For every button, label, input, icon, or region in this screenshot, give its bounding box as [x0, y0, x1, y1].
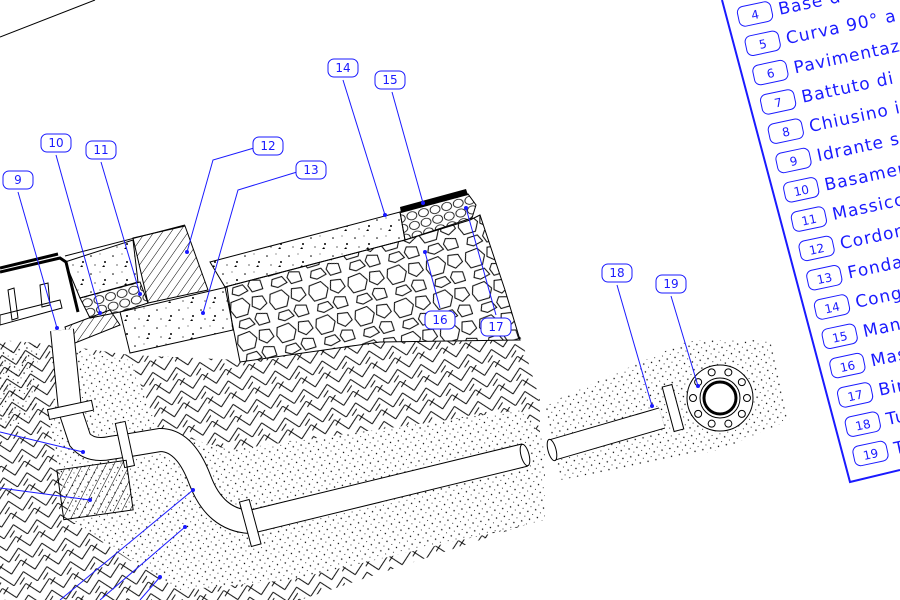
legend-text: Massicci: [831, 189, 900, 225]
legend-number: 13: [816, 270, 834, 287]
callout-label: 13: [303, 163, 318, 177]
callout-label: 16: [432, 313, 447, 327]
frame-line: [0, 0, 96, 38]
rammed-earth: [64, 239, 139, 299]
flange: [46, 399, 95, 421]
legend-item-15: 15 Mant: [821, 313, 900, 349]
bolt-icon: [689, 394, 697, 402]
callout-label: 9: [14, 173, 22, 187]
callout-label: 19: [663, 277, 678, 291]
flange: [238, 498, 262, 548]
bolt-icon: [694, 409, 703, 418]
sand-bedding-dots: [50, 350, 545, 590]
legend-text: Basamen: [823, 158, 900, 195]
legend-text: Mas: [869, 344, 900, 371]
small-stones-base: [79, 281, 149, 319]
flange: [661, 383, 685, 433]
flange: [114, 420, 136, 469]
legend-number: 16: [839, 358, 857, 375]
callout-10: 10: [40, 133, 72, 153]
callout-label: 15: [382, 73, 397, 87]
concrete-thrust-block: [56, 459, 134, 521]
callout-18: 18: [601, 263, 633, 283]
callout-9: 9: [2, 170, 34, 190]
curb-hatched: [132, 225, 209, 304]
legend-number: 19: [862, 446, 880, 463]
legend-frame: [721, 0, 900, 484]
legend-number: 8: [781, 125, 791, 140]
legend-number: 10: [792, 182, 810, 199]
legend-number: 15: [831, 329, 849, 346]
legend-number: 5: [758, 37, 768, 52]
legend-text: Base d: [777, 0, 843, 20]
hydrant-body: [0, 282, 63, 326]
bolt-icon: [737, 378, 746, 387]
legend-number: 4: [750, 7, 760, 22]
legend-number: 18: [854, 417, 872, 434]
manhole-cover-frame: [0, 252, 80, 313]
legend-text: T: [891, 437, 900, 459]
callout-11: 11: [85, 140, 117, 160]
pipe-network: [50, 328, 666, 535]
bolt-icon: [707, 419, 716, 428]
legend-text: Fonda: [846, 252, 900, 283]
legend-text: Cordon: [838, 221, 900, 254]
callout-label: 11: [93, 143, 108, 157]
callout-label: 17: [488, 320, 503, 334]
legend-number: 14: [823, 300, 841, 317]
legend-text: Tu: [883, 406, 900, 430]
callout-15: 15: [374, 70, 406, 90]
legend-item-18: 18 Tu: [844, 406, 900, 437]
legend-number: 7: [773, 95, 783, 110]
legend-item-17: 17 Bir: [837, 376, 900, 408]
legend-text: Mant: [861, 313, 900, 342]
leader-dots: [55, 201, 700, 579]
sand-bedding-right: [545, 340, 790, 480]
callout-17: 17: [480, 317, 512, 337]
callout-label: 18: [609, 266, 624, 280]
legend-text: Congl: [854, 282, 900, 313]
bolt-icon: [743, 394, 751, 402]
legend-number: 17: [846, 387, 864, 404]
legend-number: 9: [789, 154, 799, 169]
legend-number: 11: [800, 212, 818, 229]
callout-14: 14: [327, 58, 359, 78]
callout-label: 14: [335, 61, 350, 75]
leader-lines: [0, 79, 699, 600]
callout-19: 19: [655, 274, 687, 294]
bolt-icon: [737, 409, 746, 418]
surface-line: [64, 224, 186, 257]
pipe-end: [519, 443, 531, 467]
legend-number: 6: [765, 66, 775, 81]
callout-label: 10: [48, 136, 63, 150]
bolt-icon: [724, 419, 733, 428]
legend-item-13: 13 Fonda: [806, 252, 900, 291]
legend-item-19: 19 T: [852, 437, 900, 467]
asphalt-mantle: [400, 189, 468, 213]
legend-item-16: 16 Mas: [829, 344, 900, 379]
bolt-icon: [707, 368, 716, 377]
legend-number: 12: [808, 241, 826, 258]
pipe-end: [546, 438, 558, 462]
callout-16: 16: [424, 310, 456, 330]
callout-label: 12: [260, 139, 275, 153]
foundation-concrete: [119, 286, 234, 354]
sand-left: [0, 345, 40, 430]
bolt-icon: [724, 368, 733, 377]
legend-text: Bir: [877, 376, 900, 401]
callout-13: 13: [295, 160, 327, 180]
callout-12: 12: [252, 136, 284, 156]
flange-face: [686, 364, 754, 432]
